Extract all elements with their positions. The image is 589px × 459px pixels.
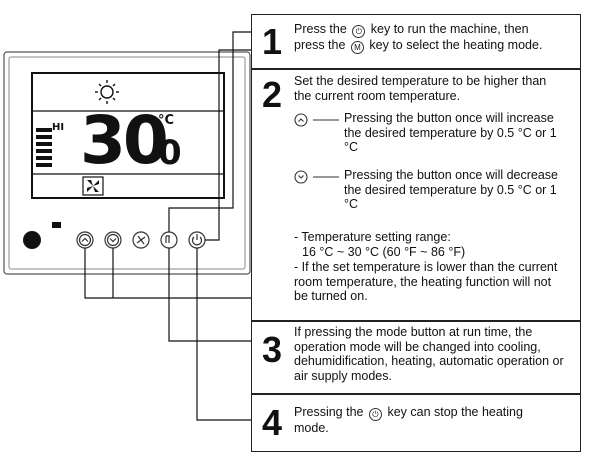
step-3-number: 3 <box>262 329 283 370</box>
power-icon: ⏻ <box>368 408 382 421</box>
step-1-text-a: Press the <box>294 22 347 36</box>
step-2-down-text: Pressing the button once will decrease t… <box>344 168 559 211</box>
step-1-text-d: key to select the heating mode. <box>369 38 543 52</box>
temperature-display: 30 <box>80 102 169 179</box>
lcd-screen <box>31 72 225 199</box>
sun-icon <box>95 80 119 104</box>
step-4-text-b: key can stop the heating mode. <box>294 405 523 435</box>
lcd-fan-icon <box>82 176 104 196</box>
step-2-box: 2 Set the desired temperature to be high… <box>251 69 581 321</box>
hi-label: HI <box>52 122 65 133</box>
step-4-box: 4 Pressing the ⏻ key can stop the heatin… <box>251 394 581 452</box>
step-2-range-title: - Temperature setting range: <box>294 230 451 244</box>
up-arrow-icon <box>294 113 339 127</box>
sensor-indicator <box>52 222 61 228</box>
temperature-decimal: 0 <box>158 133 182 173</box>
step-2-up-text: Pressing the button once will increase t… <box>344 111 557 154</box>
power-icon: ⏻ <box>352 25 366 38</box>
step-3-text: If pressing the mode button at run time,… <box>294 325 564 383</box>
step-2-number: 2 <box>262 74 283 115</box>
power-indicator-dot <box>23 231 41 249</box>
step-2-range-value: 16 °C ~ 30 °C (60 °F ~ 86 °F) <box>302 245 466 259</box>
step-1-text: Press the ⏻ key to run the machine, then… <box>294 22 572 54</box>
fan-speed-bars <box>36 128 52 167</box>
step-1-box: 1 Press the ⏻ key to run the machine, th… <box>251 14 581 69</box>
step-2-intro: Set the desired temperature to be higher… <box>294 74 547 103</box>
step-2-note: - If the set temperature is lower than t… <box>294 260 558 303</box>
step-4-number: 4 <box>262 402 283 443</box>
thermostat-inner-frame <box>8 56 246 270</box>
mode-icon: M <box>350 41 364 54</box>
step-1-text-c: press the <box>294 38 346 52</box>
step-1-number: 1 <box>262 21 283 62</box>
step-3-box: 3 If pressing the mode button at run tim… <box>251 321 581 394</box>
down-arrow-icon <box>294 170 339 184</box>
fan-key <box>132 231 150 249</box>
unit-label: °C <box>158 113 175 128</box>
step-4-text-a: Pressing the <box>294 405 364 419</box>
step-1-text-b: key to run the machine, then <box>370 22 529 36</box>
step-4-text: Pressing the ⏻ key can stop the heating … <box>294 405 540 436</box>
